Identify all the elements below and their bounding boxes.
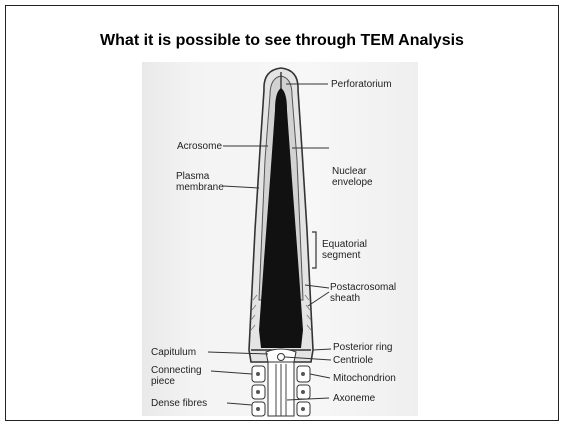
label-connecting-piece: Connecting piece <box>151 365 202 387</box>
label-equatorial-segment: Equatorial segment <box>322 239 367 261</box>
label-centriole: Centriole <box>333 355 373 366</box>
label-axoneme: Axoneme <box>333 393 375 404</box>
centriole-shape <box>278 354 285 361</box>
label-capitulum: Capitulum <box>151 347 196 358</box>
label-dense-fibres: Dense fibres <box>151 398 207 409</box>
label-postacrosomal-sheath: Postacrosomal sheath <box>330 282 396 304</box>
label-mitochondrion: Mitochondrion <box>333 373 396 384</box>
label-plasma-membrane: Plasma membrane <box>176 171 224 193</box>
label-acrosome: Acrosome <box>177 141 222 152</box>
label-nuclear-envelope: Nuclear envelope <box>332 166 373 188</box>
label-posterior-ring: Posterior ring <box>333 342 392 353</box>
equatorial-segment-bracket <box>312 232 316 268</box>
label-perforatorium: Perforatorium <box>331 79 392 90</box>
